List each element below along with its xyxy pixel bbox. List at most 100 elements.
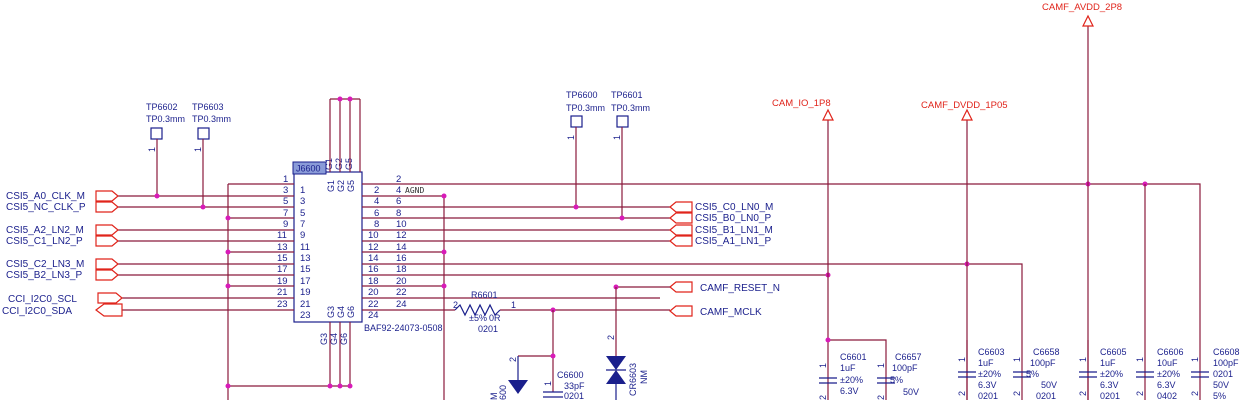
cr6603-pin2: 2 (606, 335, 616, 340)
right-pin-16: 16 (396, 253, 407, 264)
diode-left-ref: 600 (498, 385, 508, 400)
junction (327, 383, 333, 389)
junction (441, 283, 447, 289)
tp6602-pad (150, 127, 163, 140)
r6601-pin2: 2 (453, 300, 458, 310)
left-inner-11: 11 (300, 242, 310, 253)
net-csi5-a1-ln1-p: CSI5_A1_LN1_P (695, 236, 771, 247)
connector-ref: J6600 (296, 164, 321, 174)
junction (619, 215, 625, 221)
right-pin-6: 6 (396, 196, 401, 207)
tp6601-pad (616, 115, 629, 128)
net-csi5-nc-clk-p: CSI5_NC_CLK_P (6, 202, 86, 213)
c6608-v3: 50V (1213, 380, 1229, 390)
tp6600-ref: TP6600 (566, 90, 598, 100)
left-inner-21: 21 (300, 299, 311, 310)
c6657-v3: 50V (903, 387, 919, 397)
c6657-ref: C6657 (895, 352, 922, 362)
right-pin-24: 24 (396, 299, 407, 310)
left-pin-15: 15 (277, 253, 288, 264)
left-inner-1: 1 (300, 185, 305, 196)
c6658-v4: 0201 (1036, 391, 1056, 400)
power-rail-wires (827, 26, 1146, 400)
left-pin-21: 21 (277, 287, 288, 298)
c6600-pkg: 0201 (564, 391, 584, 400)
left-inner-3: 3 (300, 196, 305, 207)
resistor-r6601 (454, 303, 501, 317)
c6601-ref: C6601 (840, 352, 867, 362)
gnd-top-1: G1 (324, 158, 334, 170)
junction (573, 204, 579, 210)
left-pin-7: 7 (283, 208, 288, 219)
junction (441, 249, 447, 255)
c6606-ref: C6606 (1157, 347, 1184, 357)
c6603-v1: 1uF (978, 358, 994, 368)
r6601-tol: ±5% (469, 313, 487, 323)
right-pin-10: 10 (396, 219, 407, 230)
left-inner-13: 13 (300, 253, 311, 264)
left-pin-5: 5 (283, 196, 288, 207)
left-pin-9: 9 (283, 219, 288, 230)
gnd-top-3: G5 (344, 158, 354, 170)
net-csi5-b0-ln0-p: CSI5_B0_LN0_P (695, 213, 771, 224)
c6601-pin1: 1 (818, 363, 828, 368)
c6608-ref: C6608 (1213, 347, 1240, 357)
cap-branches (966, 340, 1089, 400)
c6605-v3: 6.3V (1100, 380, 1119, 390)
left-inner-7: 7 (300, 219, 305, 230)
c6600-ref: C6600 (557, 370, 584, 380)
cr6603-diode-top (606, 356, 626, 370)
left-inner-9: 9 (300, 230, 305, 241)
c6605-v2: ±20% (1100, 369, 1123, 379)
tp6601-pin: 1 (612, 135, 622, 140)
net-camf-avdd-2p8: CAMF_AVDD_2P8 (1042, 2, 1122, 13)
gnd-inner-3: G5 (346, 180, 356, 192)
gnd-bottom-1: G3 (319, 333, 329, 345)
net-camf-reset-n: CAMF_RESET_N (700, 283, 780, 294)
c6603-pin1: 1 (957, 357, 967, 362)
c6658-v2: 5% (1026, 369, 1039, 379)
c6658-pin1: 1 (1012, 357, 1022, 362)
net-cci-i2c0-scl: CCI_I2C0_SCL (8, 294, 77, 305)
r6601-pin1: 1 (511, 300, 516, 310)
c6657-pin2: 2 (876, 395, 886, 400)
power-arrows (822, 14, 1094, 121)
net-csi5-a2-ln2-m: CSI5_A2_LN2_M (6, 225, 84, 236)
right-inner-22: 22 (368, 299, 379, 310)
gnd-stub-wires (322, 98, 360, 387)
net-camf-mclk: CAMF_MCLK (700, 307, 762, 318)
c6603-symbol (958, 371, 976, 378)
left-pin-13: 13 (277, 242, 288, 253)
left-pin-23: 23 (277, 299, 288, 310)
c6601-symbol (819, 377, 837, 384)
right-inner-16: 16 (368, 264, 379, 275)
connector-body (293, 171, 363, 323)
gnd-inner-5: G4 (336, 306, 346, 318)
gnd-inner-4: G3 (326, 306, 336, 318)
c6608-v4: 5% (1213, 391, 1226, 400)
right-inner-18: 18 (368, 276, 379, 287)
junction (154, 193, 160, 199)
connector-ref-box (292, 161, 327, 175)
junction (550, 353, 556, 359)
c6608-pin2: 2 (1190, 391, 1200, 396)
c6658-pin2: 2 (1012, 391, 1022, 396)
right-inner-10: 10 (368, 230, 379, 241)
c6601-v3: 6.3V (840, 386, 859, 396)
c6600-val: 33pF (564, 381, 585, 391)
tp6601-spec: TP0.3mm (611, 103, 650, 113)
tp6602-pin: 1 (147, 147, 157, 152)
tp6603-pin: 1 (193, 147, 203, 152)
c6608-pin1: 1 (1190, 357, 1200, 362)
c6606-pin1: 1 (1135, 357, 1145, 362)
c6605-v4: 0201 (1100, 391, 1120, 400)
left-inner-19: 19 (300, 287, 311, 298)
junction (337, 383, 343, 389)
cr6603-ref: CR6603 (628, 363, 638, 396)
c6600-pin1: 1 (543, 381, 553, 386)
right-pin-14: 14 (396, 242, 407, 253)
junction (225, 383, 231, 389)
tp6602-spec: TP0.3mm (146, 114, 185, 124)
